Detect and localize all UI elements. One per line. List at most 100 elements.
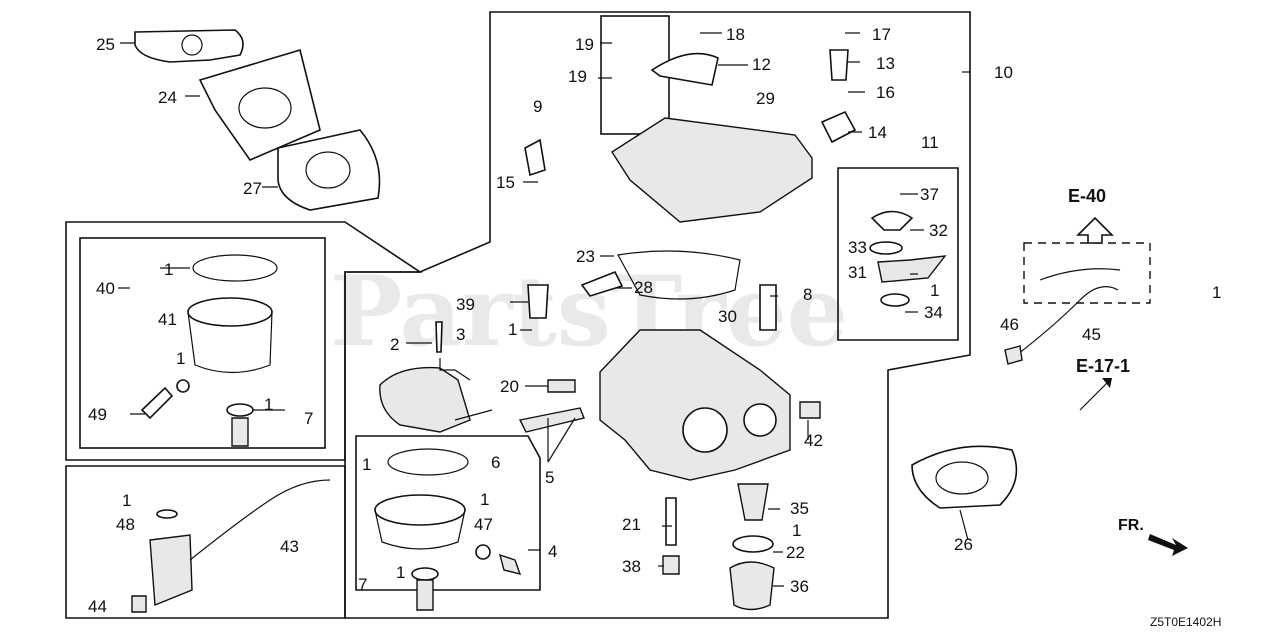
part-5-pilot-screw xyxy=(518,407,585,433)
part-47-washer xyxy=(475,544,491,560)
callout-41: 41 xyxy=(158,310,177,329)
part-14-bracket xyxy=(820,110,857,144)
callout-45: 45 xyxy=(1082,325,1101,344)
part-3-float xyxy=(379,366,471,433)
callout-1-solenoid: 1 xyxy=(122,491,131,510)
part-21-jet xyxy=(665,497,677,546)
part-33-gasket xyxy=(869,241,903,255)
part-32-cover xyxy=(870,210,914,231)
part-1-bowl-washer xyxy=(411,567,439,581)
part-13-screw xyxy=(829,49,849,81)
callout-46: 46 xyxy=(1000,315,1019,334)
part-22-o-ring xyxy=(732,535,774,553)
callout-27: 27 xyxy=(243,179,262,198)
callout-16: 16 xyxy=(876,83,895,102)
callout-1-bowl-mid: 1 xyxy=(480,490,489,509)
callout-22: 22 xyxy=(786,543,805,562)
part-1-bowl-o-ring xyxy=(387,448,469,476)
part-12-lever-plate xyxy=(650,52,719,86)
callout-14: 14 xyxy=(868,123,887,142)
callout-49: 49 xyxy=(88,405,107,424)
callout-24: 24 xyxy=(158,88,177,107)
callout-13: 13 xyxy=(876,54,895,73)
float-chamber-set-outline xyxy=(65,221,423,461)
part-7-bowl-bolt xyxy=(416,579,434,611)
callout-11: 11 xyxy=(921,133,939,152)
callout-47: 47 xyxy=(474,515,493,534)
callout-33: 33 xyxy=(848,238,867,257)
callout-1-float-low: 1 xyxy=(264,395,273,414)
part-41-spring xyxy=(176,379,190,393)
part-31-holder xyxy=(877,255,947,283)
callout-48: 48 xyxy=(116,515,135,534)
callout-1-hose: 1 xyxy=(1212,283,1221,302)
front-direction-label: FR. xyxy=(1118,517,1144,534)
front-direction-arrow xyxy=(1148,534,1188,556)
part-48-washer xyxy=(156,509,178,519)
callout-8: 8 xyxy=(803,285,812,304)
callout-12: 12 xyxy=(752,55,771,74)
callout-31: 31 xyxy=(848,263,867,282)
part-29-carburetor-top xyxy=(611,117,813,223)
part-6-drain-screw xyxy=(498,553,522,575)
bowl-assembly-box xyxy=(355,435,541,591)
part-7-drain-bolt xyxy=(231,417,249,447)
callout-1-idle: 1 xyxy=(930,281,939,300)
callout-43: 43 xyxy=(280,537,299,556)
callout-labels: 25 24 27 19 19 9 15 18 12 29 17 13 16 14… xyxy=(88,25,1221,616)
carburetor-assembly-outline xyxy=(344,11,971,619)
part-35-valve xyxy=(737,483,769,521)
callout-19-top: 19 xyxy=(575,35,594,54)
part-36-cap xyxy=(729,561,775,611)
upper-ref-arrow xyxy=(1076,216,1114,244)
callout-25: 25 xyxy=(96,35,115,54)
part-24-insulator xyxy=(198,48,321,161)
callout-4: 4 xyxy=(548,542,557,561)
part-39-jet xyxy=(527,284,549,319)
callout-7-bowl: 7 xyxy=(358,575,367,594)
callout-18: 18 xyxy=(726,25,745,44)
part-8-rod xyxy=(759,284,777,331)
part-9-bracket xyxy=(524,138,546,177)
callout-1-bowl-low: 1 xyxy=(396,563,405,582)
part-28-lever xyxy=(580,270,624,297)
part-4-float-bowl xyxy=(374,494,466,526)
part-1-o-ring-top xyxy=(192,254,278,282)
callout-15: 15 xyxy=(496,173,515,192)
diagram-code: Z5T0E1402H xyxy=(1150,615,1221,629)
callout-30: 30 xyxy=(718,307,737,326)
callout-7-float: 7 xyxy=(304,409,313,428)
callout-9: 9 xyxy=(533,97,542,116)
callout-42: 42 xyxy=(804,431,823,450)
part-43-solenoid xyxy=(149,534,193,607)
callout-36: 36 xyxy=(790,577,809,596)
carburetor-body xyxy=(599,329,791,481)
callout-29: 29 xyxy=(756,89,775,108)
part-38-jet xyxy=(662,555,680,575)
callout-39: 39 xyxy=(456,295,475,314)
ref-lower-label: E-17-1 xyxy=(1076,356,1130,376)
callout-35: 35 xyxy=(790,499,809,518)
part-40-float xyxy=(187,297,273,327)
part-25-gasket xyxy=(134,29,244,63)
part-49-jet xyxy=(140,386,174,420)
part-20-screw xyxy=(547,379,576,393)
part-34-o-ring xyxy=(880,293,910,307)
fuel-cut-solenoid-box xyxy=(65,465,346,619)
callout-5: 5 xyxy=(545,468,554,487)
callout-1-float-mid: 1 xyxy=(176,349,185,368)
callout-19-mid: 19 xyxy=(568,67,587,86)
callout-37: 37 xyxy=(920,185,939,204)
part-44-screw xyxy=(131,595,147,613)
part-2-needle xyxy=(435,321,443,353)
part-26-gasket xyxy=(911,445,1018,509)
callout-1-jet: 1 xyxy=(508,320,517,339)
callout-38: 38 xyxy=(622,557,641,576)
part-42-plug xyxy=(799,401,821,419)
callout-21: 21 xyxy=(622,515,641,534)
callout-10: 10 xyxy=(994,63,1013,82)
float-subassembly-box xyxy=(79,237,326,449)
callout-40: 40 xyxy=(96,279,115,298)
callout-26: 26 xyxy=(954,535,973,554)
